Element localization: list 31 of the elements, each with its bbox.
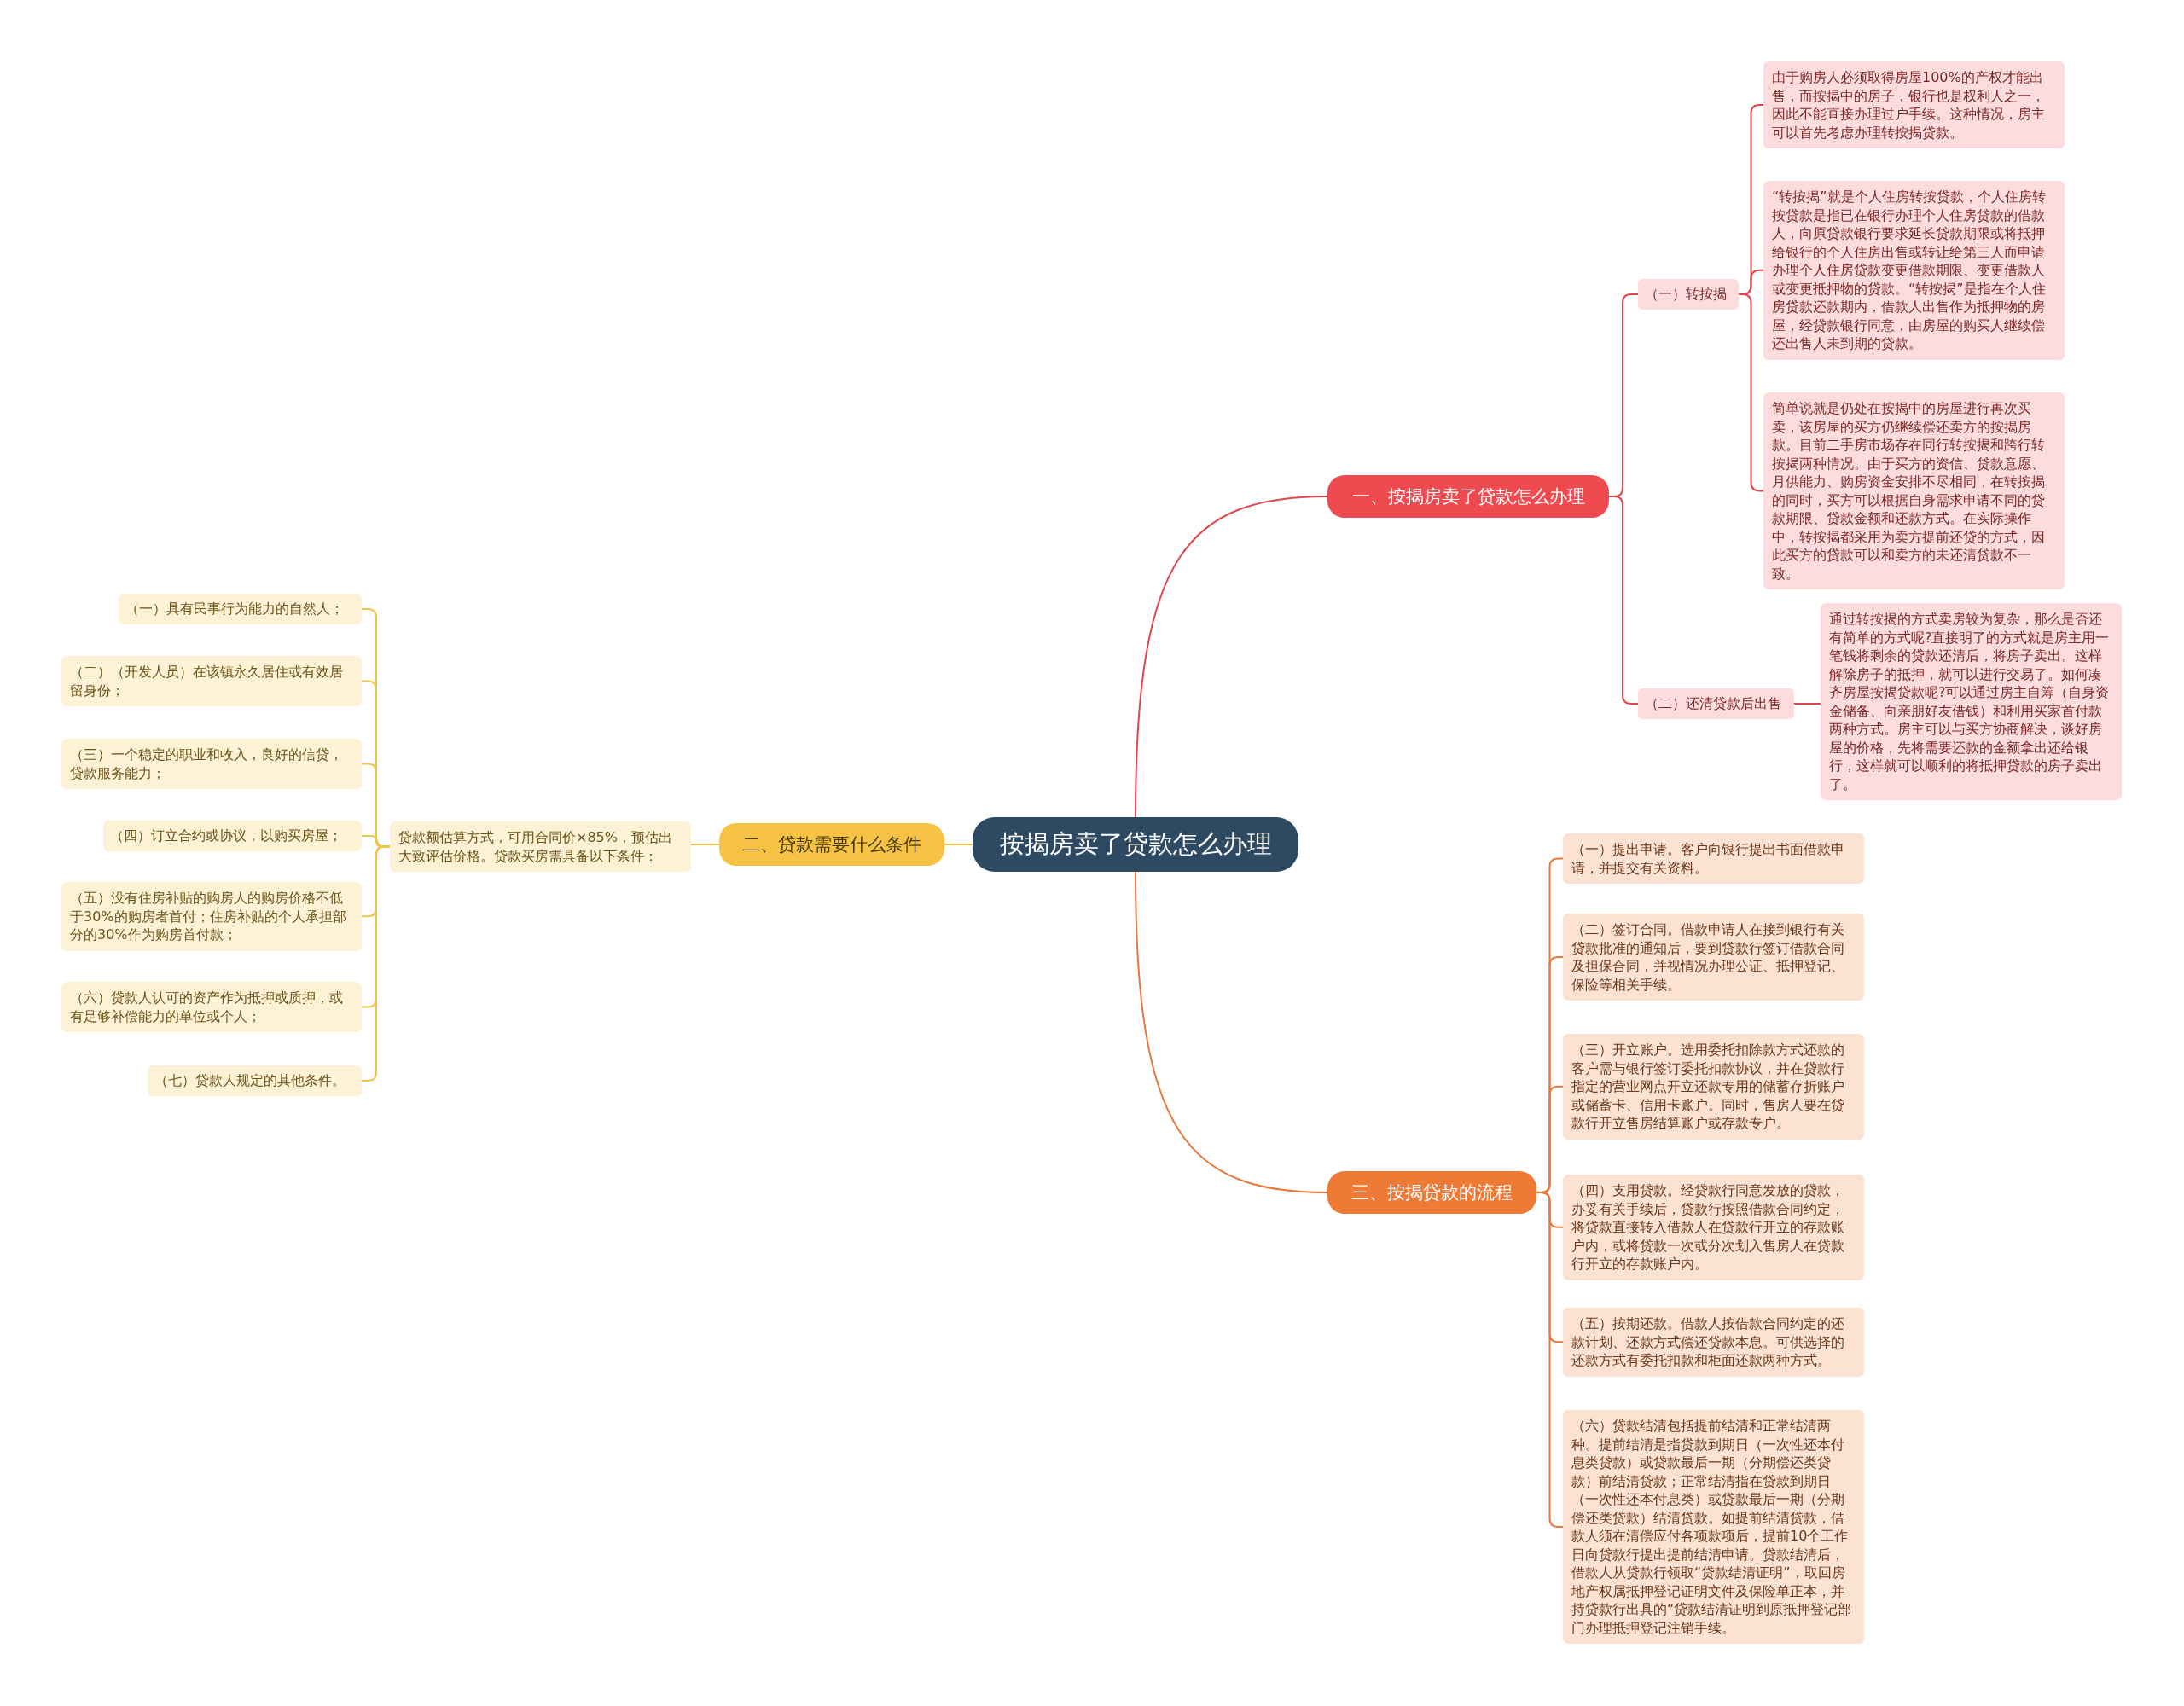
note-box: 简单说就是仍处在按揭中的房屋进行再次买卖，该房屋的买方仍继续偿还卖方的按揭房款。目前二手房市场存在同行转按揭和跨行转按揭两种情况。由于买方的资信、贷款意愿、月供能力、购房资金安排不尽相同，在转按揭的同时，买方可以根据自身需求申请不同的贷款期限、贷款金额和还款方式。在实际操作中，转按揭都采用为卖方提前还贷的方式，因此买方的贷款可以和卖方的未还清贷款不一致。 <box>1763 392 2065 589</box>
subtopic-label: （七）贷款人规定的其他条件。 <box>148 1065 362 1096</box>
note-box: 通过转按揭的方式卖房较为复杂，那么是否还有简单的方式呢?直接明了的方式就是房主用一笔钱将剩余的贷款还清后，将房子卖出。这样解除房子的抵押，就可以进行交易了。如何凑齐房屋按揭贷款呢?可以通过房主自筹（自身资金储备、向亲朋好友借钱）和利用买家首付款两种方式。房主可以与买方协商解决，谈好房屋的价格，先将需要还款的金额拿出还给银行，这样就可以顺利的将抵押贷款的房子卖出了。 <box>1821 603 2122 800</box>
connector-line <box>1135 496 1328 818</box>
note-box: （六）贷款人认可的资产作为抵押或质押，或有足够补偿能力的单位或个人； <box>61 982 362 1032</box>
note-box: 贷款额估算方式，可用合同价×85%，预估出大致评估价格。贷款买房需具备以下条件： <box>390 821 691 872</box>
subtopic-label: （一）具有民事行为能力的自然人； <box>119 594 362 624</box>
connector-line <box>944 844 973 845</box>
branch-topic: 一、按揭房卖了贷款怎么办理 <box>1327 475 1609 518</box>
note-box: （三）开立账户。选用委托扣除款方式还款的客户需与银行签订委托扣款协议，并在贷款行指定的营业网点开立还款专用的储蓄存折账户或储蓄卡、信用卡账户。同时，售房人要在贷款行开立售房结算账户或存款专户。 <box>1563 1034 1864 1140</box>
connector-line <box>1608 496 1639 705</box>
connector-line <box>690 844 720 845</box>
connector-line <box>1135 871 1328 1193</box>
note-box: （六）贷款结清包括提前结清和正常结清两种。提前结清是指贷款到期日（一次性还本付息类贷款）或贷款最后一期（分期偿还类贷款）前结清贷款；正常结清指在贷款到期日（一次性还本付息类）或贷款最后一期（分期偿还类贷款）结清贷款。如提前结清贷款，借款人须在清偿应付各项款项后，提前10个工作日向贷款行提出提前结清申请。贷款结清后，借款人从贷款行领取“贷款结清证明”，取回房地产权属抵押登记证明文件及保险单正本，并持贷款行出具的“贷款结清证明到原抵押登记部门办理抵押登记注销手续。 <box>1563 1410 1864 1644</box>
central-topic: 按揭房卖了贷款怎么办理 <box>973 817 1298 872</box>
note-box: （一）提出申请。客户向银行提出书面借款申请，并提交有关资料。 <box>1563 833 1864 884</box>
connector-line <box>361 845 391 1082</box>
note-box: （二）（开发人员）在该镇永久居住或有效居留身份； <box>61 656 362 706</box>
branch-topic: 二、贷款需要什么条件 <box>719 823 944 866</box>
note-box: （五）按期还款。借款人按借款合同约定的还款计划、还款方式偿还贷款本息。可供选择的还款方式有委托扣款和柜面还款两种方式。 <box>1563 1308 1864 1377</box>
note-box: （四）支用贷款。经贷款行同意发放的贷款，办妥有关手续后，贷款行按照借款合同约定，将贷款直接转入借款人在贷款行开立的存款账户内，或将贷款一次或分次划入售房人在贷款行开立的存款账户内。 <box>1563 1175 1864 1280</box>
note-box: （二）签订合同。借款申请人在接到银行有关贷款批准的通知后，要到贷款行签订借款合同及担保合同，并视情况办理公证、抵押登记、保险等相关手续。 <box>1563 914 1864 1001</box>
subtopic-label: （二）还清贷款后出售 <box>1638 688 1794 719</box>
subtopic-label: （四）订立合约或协议，以购买房屋； <box>103 821 362 851</box>
subtopic-label: （一）转按揭 <box>1638 279 1739 310</box>
note-box: （五）没有住房补贴的购房人的购房价格不低于30%的购房者首付；住房补贴的个人承担部分的30%作为购房首付款； <box>61 882 362 951</box>
note-box: “转按揭”就是个人住房转按贷款，个人住房转按贷款是指已在银行办理个人住房贷款的借款人，向原贷款银行要求延长贷款期限或将抵押给银行的个人住房出售或转让给第三人而申请办理个人住房贷款变更借款期限、变更借款人或变更抵押物的贷款。“转按揭”是指在个人住房贷款还款期内，借款人出售作为抵押物的房屋，经贷款银行同意，由房屋的购买人继续偿还出售人未到期的贷款。 <box>1763 181 2065 360</box>
note-box: （三）一个稳定的职业和收入，良好的信贷，贷款服务能力； <box>61 739 362 789</box>
branch-topic: 三、按揭贷款的流程 <box>1327 1171 1536 1214</box>
connector-line <box>1793 703 1821 705</box>
note-box: 由于购房人必须取得房屋100%的产权才能出售，而按揭中的房子，银行也是权利人之一，因此不能直接办理过户手续。这种情况，房主可以首先考虑办理转按揭贷款。 <box>1763 61 2065 148</box>
